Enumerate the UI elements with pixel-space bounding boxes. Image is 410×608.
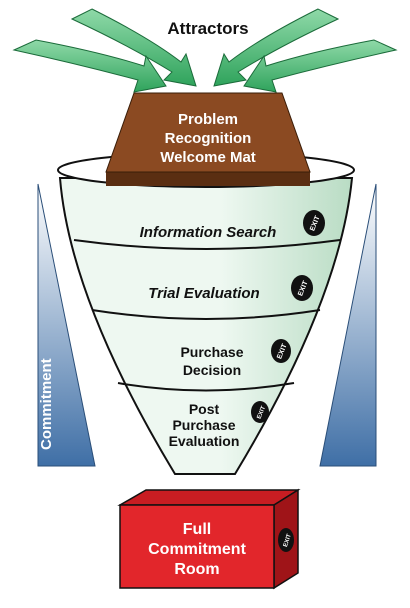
attractor-arrow-right-top-icon [213, 8, 340, 87]
stage-post-purchase-line-2: Purchase [172, 417, 235, 433]
room-label-line-3: Room [174, 561, 219, 578]
attractor-arrows [12, 8, 398, 93]
welcome-mat-line-1: Problem [178, 111, 238, 128]
interaction-label: Interaction [375, 373, 392, 450]
exit-badge-purchase-decision-icon: EXIT [271, 339, 291, 363]
funnel-exit-badges: EXIT EXIT EXIT EXIT [251, 210, 325, 423]
commitment-wedge [37, 183, 96, 467]
stage-purchase-decision-line-2: Decision [183, 362, 241, 378]
stage-information-search-label: Information Search [140, 224, 277, 241]
commitment-label: Commitment [38, 358, 55, 450]
room-exit-badge-icon: EXIT [278, 528, 294, 552]
exit-badge-post-purchase-text: EXIT [257, 405, 268, 420]
attractor-arrow-right-bottom-icon [243, 39, 398, 93]
exit-badge-trial-evaluation-icon: EXIT [291, 275, 313, 301]
attractor-arrow-left-bottom-icon [12, 39, 167, 93]
stage-post-purchase-line-3: Evaluation [169, 433, 240, 449]
funnel-stages: Information Search Trial Evaluation Purc… [140, 224, 277, 449]
room-label-line-2: Commitment [148, 541, 246, 558]
exit-badge-post-purchase-icon: EXIT [251, 401, 269, 423]
stage-purchase-decision-line-1: Purchase [180, 344, 243, 360]
welcome-mat: Problem Recognition Welcome Mat [105, 92, 311, 186]
welcome-mat-line-3: Welcome Mat [160, 149, 256, 166]
exit-badge-information-search-icon: EXIT [303, 210, 325, 236]
stage-trial-evaluation-label: Trial Evaluation [148, 285, 259, 302]
room-label-line-1: Full [183, 521, 211, 538]
room-front [119, 504, 275, 589]
welcome-mat-line-2: Recognition [165, 130, 252, 147]
full-commitment-room: Full Commitment Room EXIT [117, 488, 301, 590]
room-exit-badge-text: EXIT [283, 533, 293, 548]
funnel-body [58, 177, 354, 475]
funnel-band-divider-2 [91, 309, 321, 320]
attractor-arrow-left-top-icon [70, 8, 197, 87]
interaction-wedge [319, 183, 377, 467]
attractors-title: Attractors [167, 19, 248, 38]
funnel-band-divider-3 [117, 382, 295, 392]
funnel-band-divider-1 [73, 239, 341, 250]
stage-post-purchase-line-1: Post [189, 401, 220, 417]
room-top [117, 489, 301, 506]
welcome-mat-front [106, 172, 310, 186]
welcome-mat-top [105, 92, 311, 173]
